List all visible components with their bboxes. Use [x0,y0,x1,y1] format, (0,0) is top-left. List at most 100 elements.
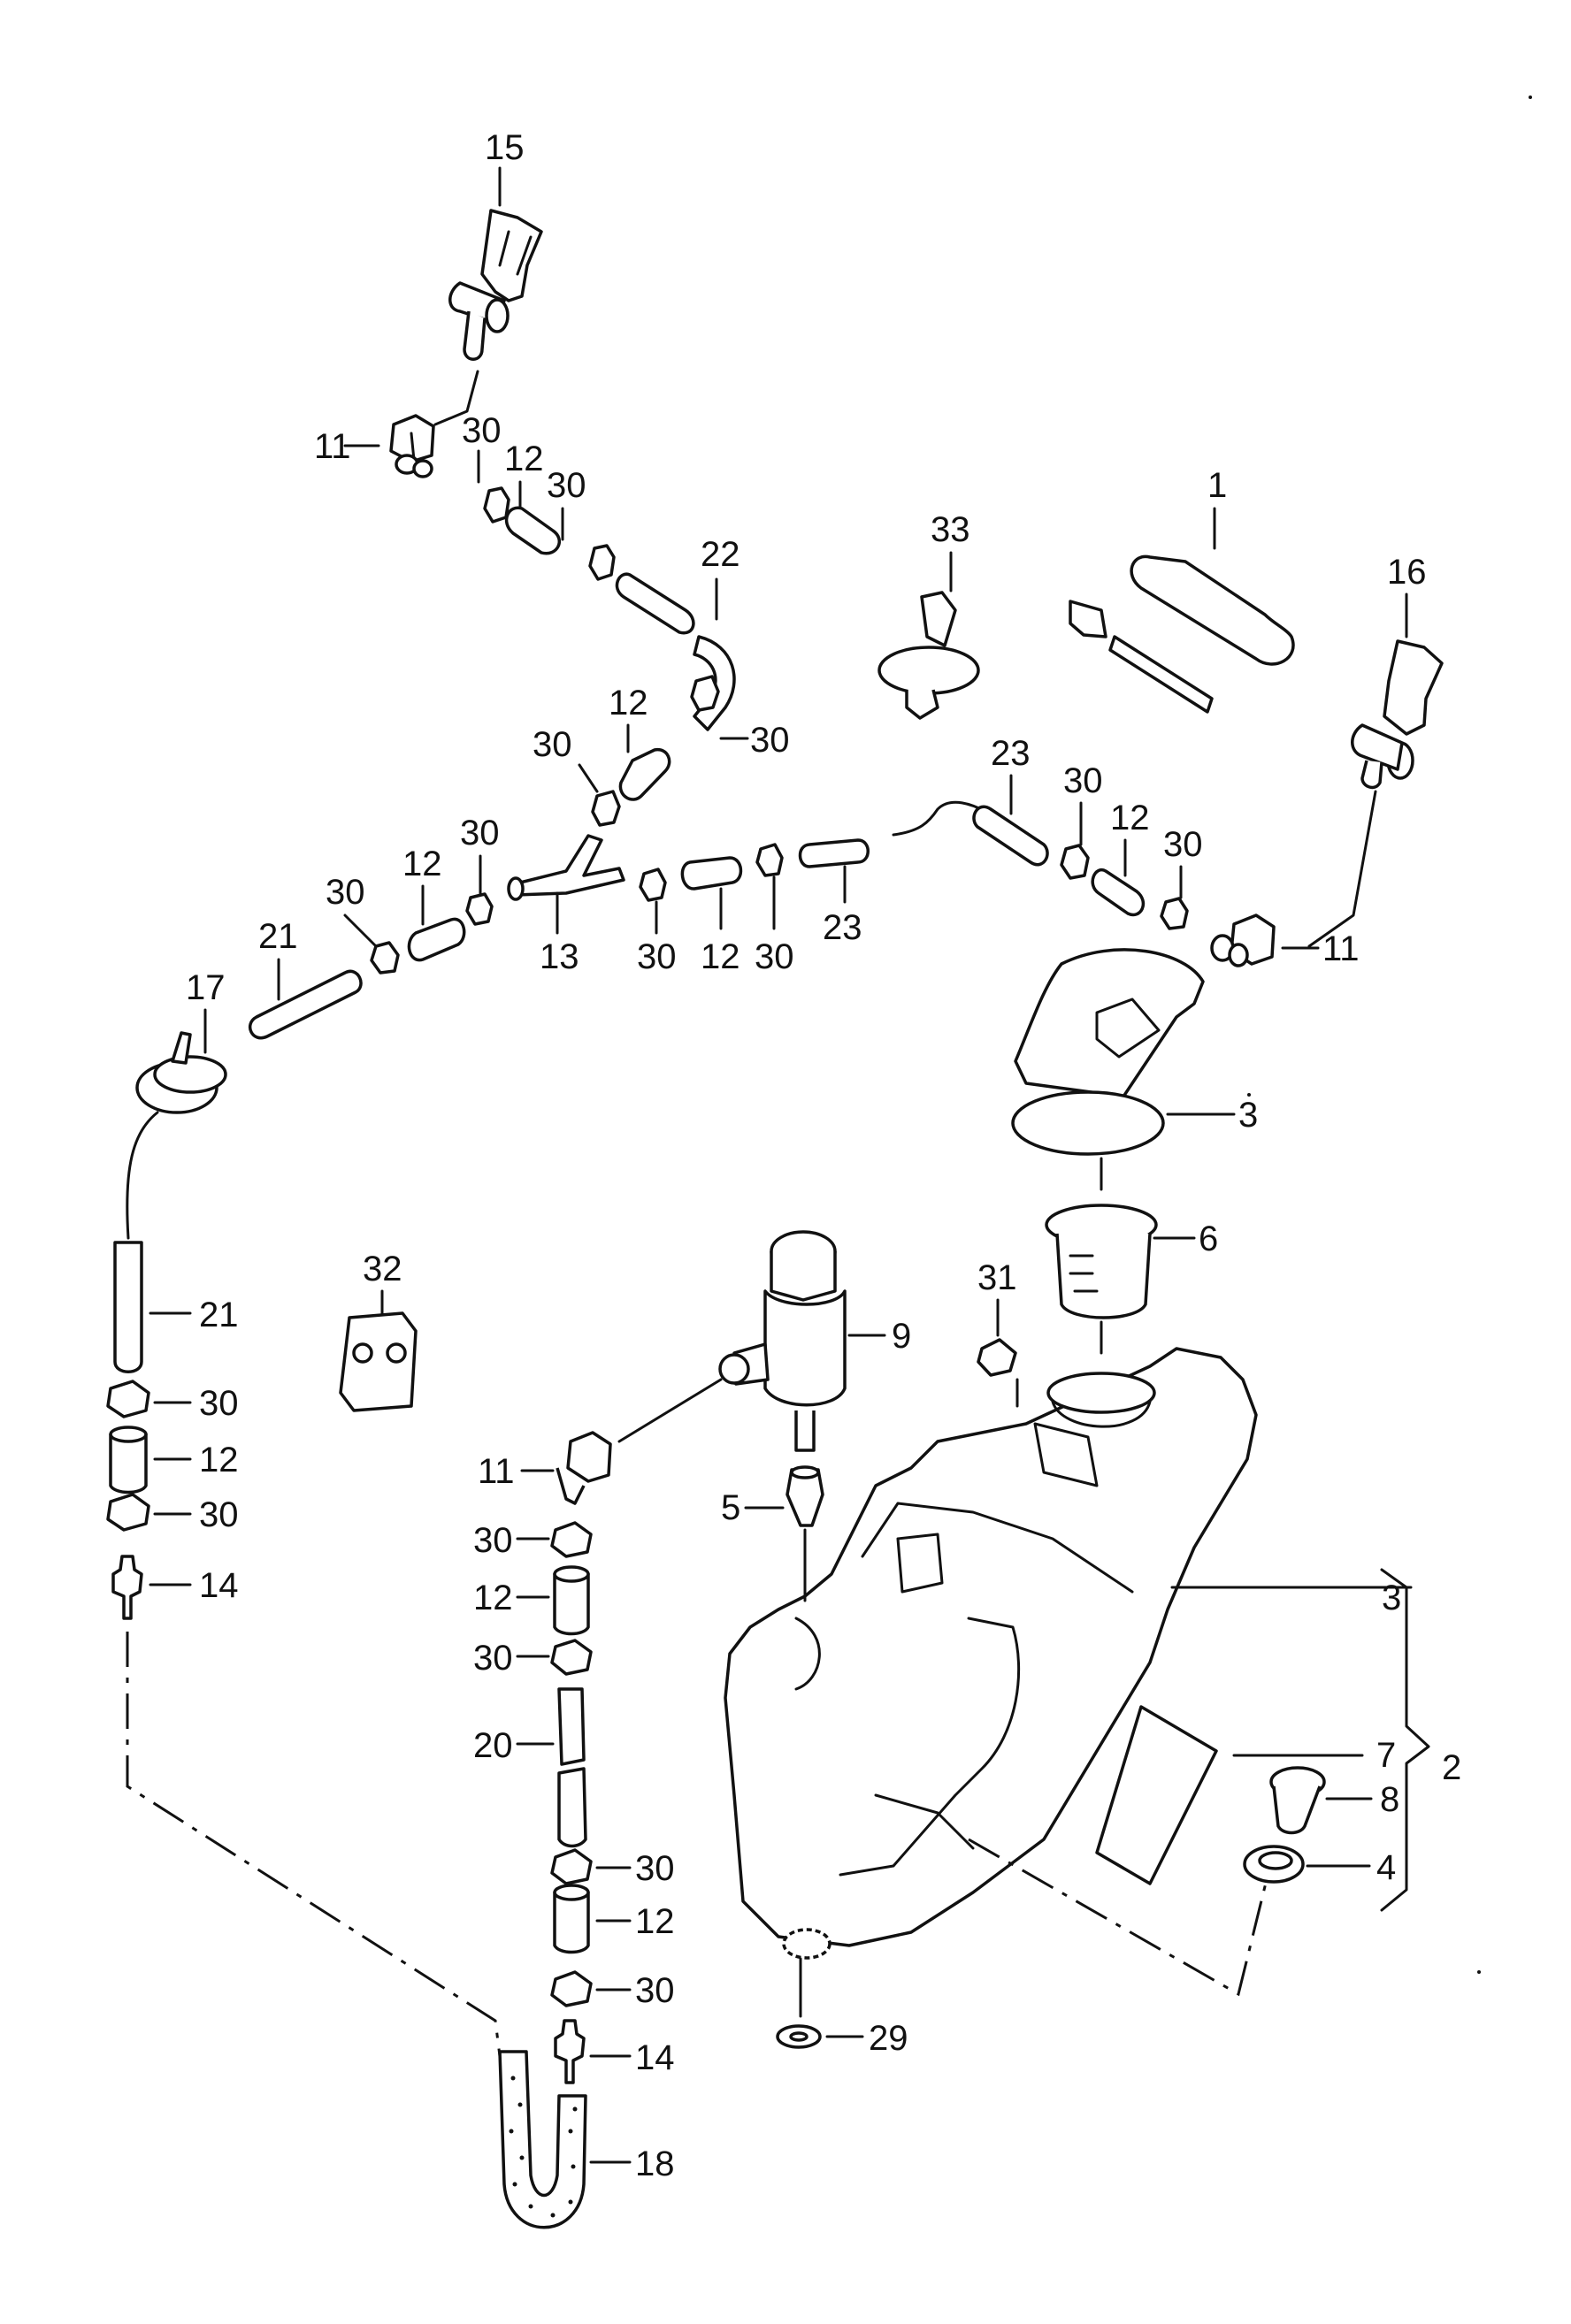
callout-30k[interactable]: 30 [199,1384,239,1423]
callout-30a[interactable]: 30 [462,411,502,450]
part-18-u-hose[interactable] [498,2050,587,2229]
callout-22[interactable]: 22 [701,535,740,574]
part-14-nipple[interactable] [554,2019,586,2084]
callout-23b[interactable]: 23 [823,908,862,947]
callout-30j[interactable]: 30 [755,937,794,976]
part-6-strainer[interactable] [1045,1204,1158,1319]
part-21-hose[interactable] [248,969,363,1040]
callout-13[interactable]: 13 [540,937,579,976]
callout-11a[interactable]: 11 [314,427,351,466]
callout-7[interactable]: 7 [1376,1736,1396,1775]
part-29-seal[interactable] [776,2024,822,2049]
callout-11b[interactable]: 11 [1322,929,1360,968]
callout-17[interactable]: 17 [186,968,226,1007]
part-12-hose-sleeve[interactable] [504,506,561,555]
callout-3a[interactable]: 3 [1238,1096,1258,1135]
part-30-clamp[interactable] [550,1521,593,1558]
callout-30p[interactable]: 30 [635,1971,675,2010]
part-30-clamp[interactable] [465,892,494,926]
callout-30b[interactable]: 30 [547,466,586,505]
part-1-cover-cap[interactable] [1130,554,1295,666]
part-30-clamp[interactable] [690,675,720,712]
callout-6[interactable]: 6 [1199,1219,1218,1258]
callout-14a[interactable]: 14 [199,1566,239,1605]
part-30-clamp[interactable] [591,790,621,827]
part-30-clamp[interactable] [550,1970,593,2007]
part-23-hose[interactable] [798,838,870,868]
callout-33[interactable]: 33 [931,510,970,549]
callout-8[interactable]: 8 [1380,1780,1399,1819]
part-30-clamp[interactable] [550,1848,593,1885]
part-reservoir-tank[interactable] [724,1347,1258,1960]
callout-2[interactable]: 2 [1442,1748,1461,1787]
part-11-connector-top[interactable] [389,414,435,478]
callout-12b[interactable]: 12 [609,684,648,722]
callout-30c[interactable]: 30 [750,721,790,760]
part-15-washer-jet[interactable] [448,209,543,361]
part-11-connector-center[interactable] [556,1431,612,1505]
part-3-filler-cap[interactable] [1011,948,1205,1156]
callout-30l[interactable]: 30 [199,1495,239,1534]
part-12-hose-sleeve[interactable] [109,1426,148,1495]
part-30-clamp[interactable] [106,1380,150,1418]
part-14-nipple[interactable] [111,1555,143,1620]
callout-23a[interactable]: 23 [991,734,1031,773]
callout-30d[interactable]: 30 [533,725,572,764]
part-30-clamp[interactable] [639,868,667,902]
part-12-hose-sleeve[interactable] [680,856,743,891]
part-30-clamp[interactable] [106,1493,150,1532]
part-30-clamp[interactable] [370,941,400,975]
part-30-clamp[interactable] [588,544,616,581]
part-9-washer-pump[interactable] [718,1230,847,1452]
callout-31[interactable]: 31 [977,1258,1017,1297]
part-30-clamp[interactable] [755,843,784,877]
callout-12f[interactable]: 12 [199,1441,239,1479]
part-12-hose-sleeve[interactable] [553,1884,590,1954]
callout-16[interactable]: 16 [1387,553,1427,592]
part-30-clamp[interactable] [483,486,510,524]
callout-30h[interactable]: 30 [460,814,500,852]
part-5-grommet[interactable] [786,1465,824,1527]
part-17-grommet-valve[interactable] [135,1031,227,1114]
callout-30i[interactable]: 30 [637,937,677,976]
callout-30f[interactable]: 30 [1163,825,1203,864]
callout-30g[interactable]: 30 [326,873,365,912]
part-13-y-connector[interactable] [507,834,625,901]
part-12-hose-sleeve[interactable] [407,917,466,962]
callout-9[interactable]: 9 [892,1317,911,1356]
part-30-clamp[interactable] [550,1639,593,1676]
callout-32[interactable]: 32 [363,1250,402,1288]
callout-12e[interactable]: 12 [701,937,740,976]
callout-11c[interactable]: 11 [478,1452,515,1491]
callout-4[interactable]: 4 [1376,1848,1396,1887]
callout-5[interactable]: 5 [721,1488,740,1527]
callout-29[interactable]: 29 [869,2019,908,2058]
part-12-hose-sleeve[interactable] [553,1565,590,1636]
callout-12c[interactable]: 12 [1110,799,1150,837]
part-33-clip[interactable] [877,591,980,720]
callout-21b[interactable]: 21 [199,1296,239,1334]
callout-20[interactable]: 20 [473,1726,513,1765]
callout-14b[interactable]: 14 [635,2038,675,2077]
part-32-holder[interactable] [339,1311,418,1412]
callout-30m[interactable]: 30 [473,1521,513,1560]
part-23-hose[interactable] [972,805,1049,867]
callout-30e[interactable]: 30 [1063,761,1103,800]
part-30-clamp[interactable] [1160,897,1189,930]
part-16-washer-jet-heated[interactable] [1069,600,1444,790]
callout-30n[interactable]: 30 [473,1639,513,1678]
callout-12g[interactable]: 12 [473,1579,513,1617]
part-7-pad[interactable] [1095,1705,1218,1885]
part-12-hose-sleeve[interactable] [1091,868,1146,917]
callout-18[interactable]: 18 [635,2144,675,2183]
part-31-nut[interactable] [977,1338,1017,1377]
part-4-grommet[interactable] [1243,1845,1305,1884]
part-21-hose-vertical[interactable] [113,1241,143,1373]
callout-12h[interactable]: 12 [635,1902,675,1941]
part-11-connector-right[interactable] [1210,914,1276,967]
callout-15[interactable]: 15 [485,128,525,167]
callout-1[interactable]: 1 [1207,466,1227,505]
part-30-clamp[interactable] [1060,844,1090,880]
part-8-plug[interactable] [1269,1766,1326,1835]
part-20-hose[interactable] [557,1687,587,1848]
